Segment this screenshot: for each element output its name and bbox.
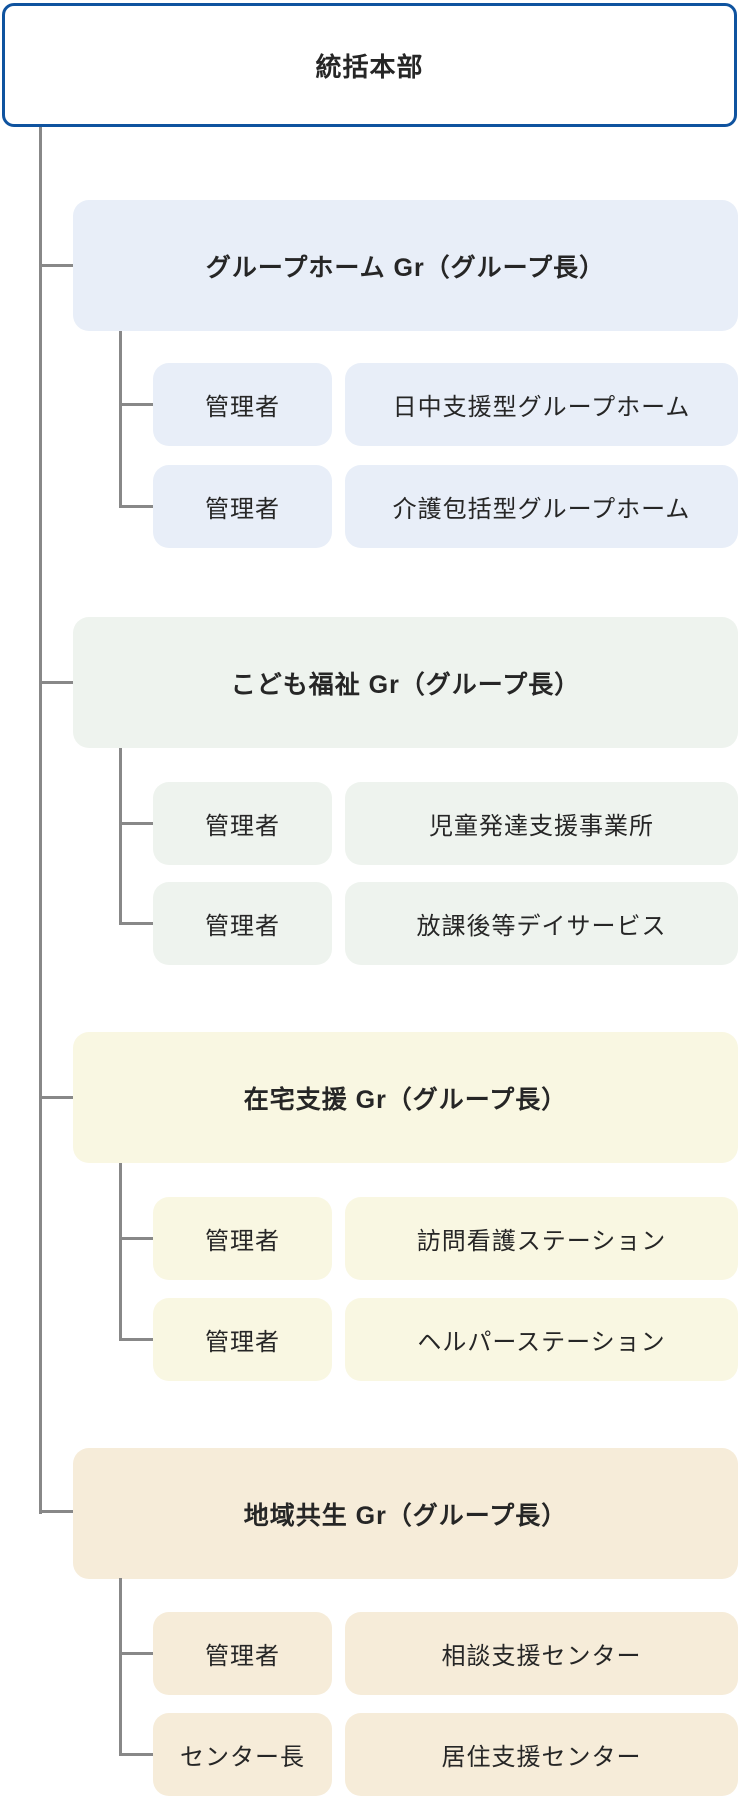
group-node: 地域共生 Gr（グループ長）: [73, 1448, 738, 1579]
tree-branch-line: [119, 1338, 153, 1341]
tree-branch-line: [39, 264, 73, 267]
tree-branch-line: [119, 505, 153, 508]
role-node: センター長: [153, 1713, 332, 1796]
tree-branch-line: [39, 1096, 73, 1099]
group-title: グループホーム Gr（グループ長）: [205, 253, 606, 282]
tree-trunk-line: [119, 1163, 122, 1341]
tree-trunk-line: [119, 1578, 122, 1756]
unit-label: 日中支援型グループホーム: [392, 394, 691, 421]
unit-label: 介護包括型グループホーム: [392, 496, 691, 523]
tree-branch-line: [119, 822, 153, 825]
role-label: 管理者: [205, 496, 280, 523]
unit-node: 訪問看護ステーション: [345, 1197, 738, 1280]
unit-node: 日中支援型グループホーム: [345, 363, 738, 446]
role-node: 管理者: [153, 1197, 332, 1280]
group-node: こども福祉 Gr（グループ長）: [73, 617, 738, 748]
root-node-label: 統括本部: [315, 51, 424, 82]
tree-trunk-line: [119, 748, 122, 925]
tree-branch-line: [119, 403, 153, 406]
unit-node: 相談支援センター: [345, 1612, 738, 1695]
root-node: 統括本部: [2, 3, 737, 127]
tree-branch-line: [119, 1652, 153, 1655]
unit-node: 児童発達支援事業所: [345, 782, 738, 865]
tree-branch-line: [39, 1510, 73, 1513]
tree-branch-line: [119, 1753, 153, 1756]
unit-node: 居住支援センター: [345, 1713, 738, 1796]
role-label: センター長: [180, 1744, 305, 1771]
unit-node: ヘルパーステーション: [345, 1298, 738, 1381]
unit-label: 放課後等デイサービス: [416, 913, 667, 940]
role-label: 管理者: [205, 913, 280, 940]
unit-label: 居住支援センター: [441, 1744, 642, 1771]
unit-label: ヘルパーステーション: [417, 1329, 666, 1356]
tree-trunk-line: [39, 127, 42, 1514]
role-node: 管理者: [153, 882, 332, 965]
group-node: グループホーム Gr（グループ長）: [73, 200, 738, 331]
unit-label: 訪問看護ステーション: [416, 1228, 667, 1255]
group-node: 在宅支援 Gr（グループ長）: [73, 1032, 738, 1163]
tree-branch-line: [39, 681, 73, 684]
role-node: 管理者: [153, 1612, 332, 1695]
role-node: 管理者: [153, 1298, 332, 1381]
unit-node: 介護包括型グループホーム: [345, 465, 738, 548]
tree-branch-line: [119, 922, 153, 925]
role-label: 管理者: [205, 1228, 280, 1255]
tree-trunk-line: [119, 331, 122, 508]
role-node: 管理者: [153, 363, 332, 446]
role-label: 管理者: [205, 1329, 280, 1356]
unit-node: 放課後等デイサービス: [345, 882, 738, 965]
group-title: こども福祉 Gr（グループ長）: [230, 670, 581, 699]
role-label: 管理者: [205, 394, 280, 421]
unit-label: 相談支援センター: [441, 1643, 642, 1670]
role-label: 管理者: [205, 1643, 280, 1670]
role-node: 管理者: [153, 465, 332, 548]
group-title: 在宅支援 Gr（グループ長）: [243, 1085, 568, 1114]
group-title: 地域共生 Gr（グループ長）: [243, 1501, 568, 1530]
unit-label: 児童発達支援事業所: [429, 813, 654, 840]
role-node: 管理者: [153, 782, 332, 865]
tree-branch-line: [119, 1237, 153, 1240]
role-label: 管理者: [205, 813, 280, 840]
